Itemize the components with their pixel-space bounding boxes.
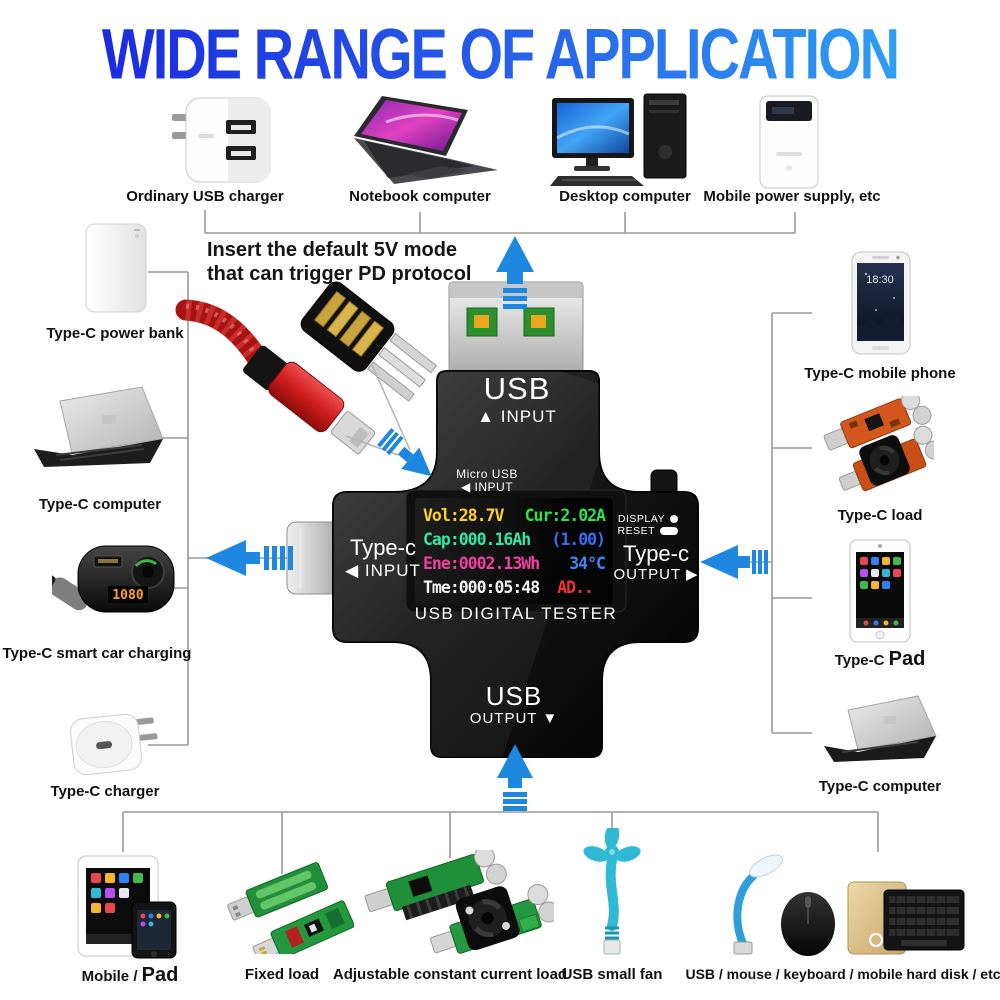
- device-label-usb-peripherals: USB / mouse / keyboard / mobile hard dis…: [685, 966, 1000, 982]
- adjustable-load-icon: [356, 850, 554, 954]
- type-c-computer-2-icon: [822, 694, 937, 768]
- pd-note-line2: that can trigger PD protocol: [207, 263, 472, 285]
- mobile-pad-icon: [76, 852, 184, 960]
- pd-note-line1: Insert the default 5V mode: [207, 239, 458, 261]
- fixed-load-icon: [220, 862, 354, 954]
- device-label-type-c-computer-2: Type-C computer: [818, 778, 942, 795]
- type-c-smart-car-charging-icon: 1080: [52, 540, 184, 628]
- reset-label: RESET: [617, 525, 655, 537]
- pd-cable-photo: [175, 281, 438, 456]
- device-label-notebook-computer: Notebook computer: [349, 188, 491, 205]
- ordinary-usb-charger-icon: [168, 96, 273, 184]
- mobile-power-supply-icon: [752, 94, 826, 190]
- device-label-type-c-computer: Type-C computer: [38, 496, 162, 513]
- device-label-ordinary-usb-charger: Ordinary USB charger: [126, 188, 284, 205]
- device-label-type-c-charger: Type-C charger: [50, 783, 160, 800]
- type-c-load-icon: [812, 396, 934, 496]
- page-title: WIDE RANGE OF APPLICATION: [101, 13, 900, 94]
- notebook-computer-icon: [346, 94, 498, 186]
- type-c-power-bank-icon: [82, 222, 150, 314]
- type-c-charger-icon: [62, 708, 158, 780]
- device-label-type-c-load: Type-C load: [837, 507, 923, 524]
- device-label-adjustable-load: Adjustable constant current load: [332, 966, 568, 983]
- device-label-type-c-smart-car-charging: Type-C smart car charging: [2, 645, 192, 662]
- device-label-desktop-computer: Desktop computer: [559, 188, 691, 205]
- device-label-usb-small-fan: USB small fan: [561, 966, 663, 983]
- type-c-input-label: Type-c ◀ INPUT: [345, 535, 421, 580]
- car-charger-display: 1080: [112, 588, 143, 603]
- display-button[interactable]: [670, 515, 678, 523]
- usb-plug: [448, 281, 584, 381]
- type-c-pad-icon: [844, 538, 916, 644]
- display-label: DISPLAY: [617, 513, 665, 525]
- desktop-computer-icon: [548, 90, 696, 188]
- tester-screen: Vol:28.7V Cur:2.02A Cap:000.16Ah (1.00) …: [415, 498, 613, 604]
- arrow-up-top-icon: [496, 236, 534, 309]
- type-c-mobile-phone-icon: 18:30: [838, 250, 922, 356]
- device-label-type-c-mobile-phone: Type-C mobile phone: [804, 365, 956, 382]
- arrow-left-output-icon: [700, 545, 768, 579]
- tester-name: USB DIGITAL TESTER: [414, 604, 618, 623]
- type-c-output-label: Type-c OUTPUT ▶: [613, 541, 699, 583]
- pd-note: Insert the default 5V mode that can trig…: [207, 238, 471, 286]
- usb-connector-pins-photo: [300, 281, 438, 402]
- arrow-up-bottom-icon: [497, 744, 533, 811]
- usb-output-label: USB OUTPUT ▼: [469, 681, 559, 728]
- usb-input-label: USB ▲ INPUT: [477, 371, 557, 426]
- type-c-computer-icon: [30, 385, 165, 483]
- micro-usb-input-label: Micro USB ◀ INPUT: [456, 467, 518, 495]
- display-reset-controls: DISPLAY RESET: [596, 513, 678, 537]
- arrow-left-input-icon: [206, 540, 293, 576]
- device-label-fixed-load: Fixed load: [244, 966, 320, 983]
- reset-button[interactable]: [660, 527, 678, 535]
- device-label-type-c-power-bank: Type-C power bank: [46, 325, 184, 342]
- device-label-mobile-pad: Mobile / Pad: [81, 964, 179, 986]
- device-label-type-c-pad: Type-C Pad: [834, 648, 926, 670]
- usb-small-fan-icon: [572, 828, 652, 956]
- device-label-mobile-power-supply: Mobile power supply, etc: [703, 188, 881, 205]
- usb-peripherals-icon: [716, 828, 966, 956]
- phone-clock: 18:30: [866, 274, 894, 286]
- arrow-micro-usb-icon: [377, 428, 432, 477]
